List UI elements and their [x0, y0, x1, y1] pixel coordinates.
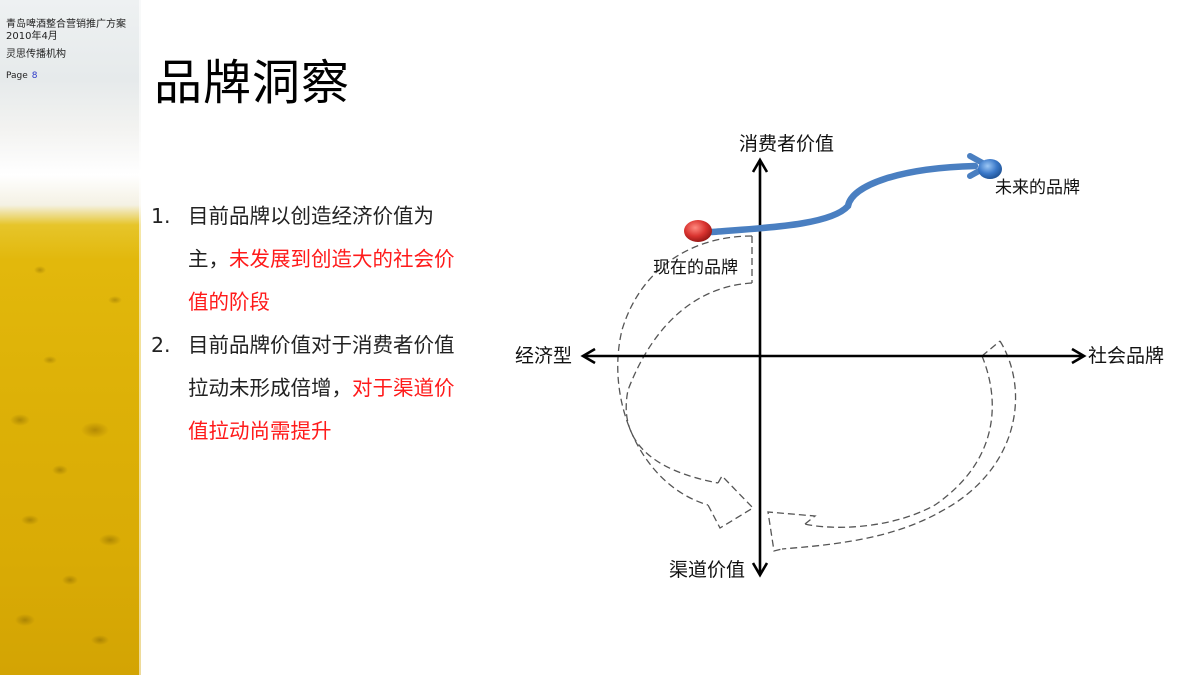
bullet-text: 目前品牌以创造经济价值为主，	[188, 204, 434, 271]
axis-label-economic: 经济型	[515, 345, 573, 367]
bullet-highlight: 对于渠道价值拉动尚需提升	[188, 376, 455, 443]
slide-title: 品牌洞察	[154, 55, 351, 111]
curve-arrowhead-icon	[967, 153, 991, 179]
bullet-list: 1. 目前品牌以创造经济价值为主，未发展到创造大的社会价值的阶段 2. 目前品牌…	[150, 195, 470, 453]
page-label: Page	[6, 71, 28, 81]
doc-date: 2010年4月	[6, 31, 58, 42]
axis-label-social-brand: 社会品牌	[1088, 345, 1165, 367]
arrow-right-icon	[1071, 347, 1087, 365]
bullet-number: 1.	[151, 204, 171, 228]
beer-image-strip	[0, 0, 141, 675]
bullet-text: 目前品牌价值对于消费者价值拉动未形成倍增，	[188, 333, 455, 400]
bullet-item-2: 2. 目前品牌价值对于消费者价值拉动未形成倍增，对于渠道价值拉动尚需提升	[150, 324, 470, 453]
arrow-down-icon	[751, 562, 769, 578]
axis-label-consumer-value: 消费者价值	[739, 133, 835, 155]
arrow-up-icon	[751, 157, 769, 173]
current-brand-node	[684, 220, 712, 242]
bullet-item-1: 1. 目前品牌以创造经济价值为主，未发展到创造大的社会价值的阶段	[150, 195, 470, 324]
future-brand-node	[978, 159, 1002, 179]
growth-curve	[708, 162, 979, 236]
arrow-left-icon	[580, 347, 596, 365]
axes	[580, 157, 1087, 578]
page-number: 8	[31, 71, 38, 81]
dashed-arrow-right-loop-icon	[767, 340, 1017, 552]
bullet-highlight: 未发展到创造大的社会价值的阶段	[188, 247, 455, 314]
bullet-number: 2.	[151, 333, 171, 357]
dashed-arrow-left-loop-icon	[617, 235, 755, 529]
label-future-brand: 未来的品牌	[995, 178, 1080, 198]
axis-label-channel-value: 渠道价值	[669, 559, 746, 581]
org-name: 灵思传播机构	[6, 49, 66, 60]
label-current-brand: 现在的品牌	[653, 258, 738, 278]
doc-title: 青岛啤酒整合营销推广方案	[6, 19, 126, 30]
